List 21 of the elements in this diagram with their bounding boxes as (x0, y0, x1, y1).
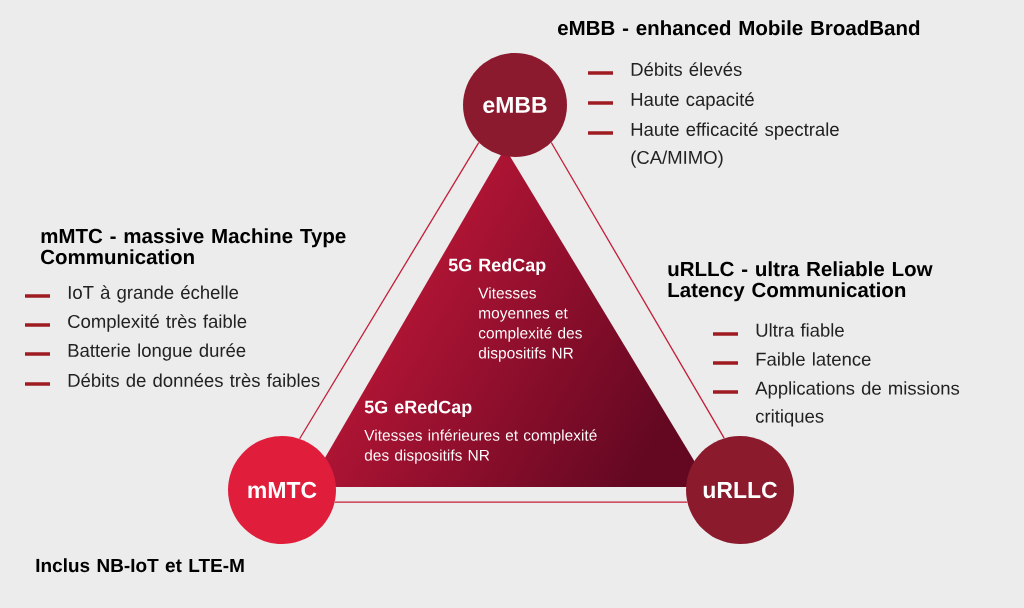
segment-title: 5G eRedCap (364, 400, 472, 417)
bullet-text: Ultra fiable (756, 323, 844, 337)
bullet-text: Batterie longue durée (68, 343, 246, 361)
segment-title: 5G RedCap (448, 258, 546, 275)
bullet-text: IoT à grande échelle (68, 285, 239, 303)
bullet-text: Débits élevés (631, 62, 742, 76)
connector-line (299, 141, 480, 440)
heading: uRLLC - ultra Reliable Low Latency Communication (668, 261, 933, 302)
connector-line (334, 501, 688, 503)
heading: eMBB - enhanced Mobile BroadBand (558, 20, 920, 36)
bullet-text: Débits de données très faibles (68, 373, 320, 387)
bullet-text: Applications de missions critiques (755, 381, 960, 427)
bullet-text: Haute efficacité spectrale (CA/MIMO) (631, 122, 839, 168)
connector-line (550, 141, 725, 439)
bullet-text: Complexité très faible (68, 314, 247, 332)
segment-description: Vitesses inférieures et complexité des dispositifs NR (364, 429, 597, 464)
heading: mMTC - massive Machine Type Communication (41, 228, 346, 265)
bullet-text: Faible latence (756, 352, 871, 366)
bullet-text: Haute capacité (631, 92, 754, 110)
segment-description: Vitesses moyennes et complexité des dispositifs NR (478, 287, 582, 362)
note: Inclus NB-IoT et LTE-M (36, 558, 244, 573)
